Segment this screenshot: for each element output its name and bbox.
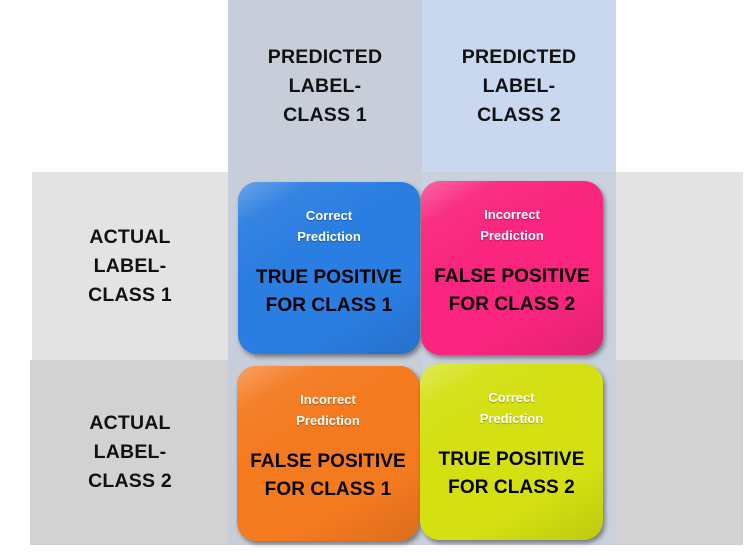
column-header-line-3: CLASS 2: [477, 103, 561, 126]
cell-main-line-1: TRUE POSITIVE: [438, 449, 585, 470]
cell-false-positive-class-1: Incorrect Prediction FALSE POSITIVE FOR …: [237, 366, 419, 541]
column-header-line-2: LABEL-: [482, 74, 556, 97]
predicted-class-2-header-band: [422, 0, 616, 172]
cell-status-label: Incorrect Prediction: [480, 204, 544, 246]
row-header-line-1: ACTUAL: [89, 412, 171, 434]
cell-status-line-1: Correct: [488, 390, 535, 405]
row-header-actual-class-1: ACTUAL LABEL- CLASS 1: [32, 172, 228, 360]
cell-main-label: TRUE POSITIVE FOR CLASS 2: [439, 446, 585, 502]
cell-status-label: Correct Prediction: [480, 387, 544, 429]
column-header-line-3: CLASS 1: [283, 103, 367, 126]
cell-main-label: FALSE POSITIVE FOR CLASS 1: [250, 448, 406, 504]
column-header-predicted-class-2: PREDICTED LABEL- CLASS 2: [422, 0, 616, 172]
cell-main-line-2: FOR CLASS 1: [264, 479, 392, 500]
cell-status-line-2: Prediction: [479, 411, 544, 426]
cell-main-line-2: FOR CLASS 2: [448, 477, 575, 498]
row-header-line-1: ACTUAL: [89, 225, 171, 248]
column-header-line-2: LABEL-: [288, 74, 362, 97]
column-header-predicted-class-1: PREDICTED LABEL- CLASS 1: [228, 0, 422, 172]
cell-status-label: Incorrect Prediction: [296, 389, 360, 431]
cell-status-line-1: Incorrect: [484, 207, 540, 222]
cell-main-label: FALSE POSITIVE FOR CLASS 2: [434, 263, 590, 319]
cell-true-positive-class-1: Correct Prediction TRUE POSITIVE FOR CLA…: [238, 182, 420, 354]
column-header-line-1: PREDICTED: [267, 45, 383, 68]
cell-status-line-1: Incorrect: [300, 392, 356, 407]
cell-status-line-2: Prediction: [296, 413, 360, 428]
predicted-class-1-header-band: [228, 0, 422, 172]
row-header-line-2: LABEL-: [93, 254, 167, 277]
cell-main-line-2: FOR CLASS 1: [265, 295, 393, 316]
cell-status-label: Correct Prediction: [297, 205, 361, 247]
row-header-line-3: CLASS 1: [88, 283, 172, 306]
cell-status-line-2: Prediction: [480, 228, 544, 243]
row-header-actual-class-2: ACTUAL LABEL- CLASS 2: [32, 360, 228, 545]
cell-true-positive-class-2: Correct Prediction TRUE POSITIVE FOR CLA…: [420, 364, 603, 540]
cell-main-line-1: TRUE POSITIVE: [256, 267, 402, 288]
cell-false-positive-class-2: Incorrect Prediction FALSE POSITIVE FOR …: [421, 181, 603, 355]
cell-status-line-1: Correct: [305, 208, 353, 223]
cell-main-line-1: FALSE POSITIVE: [434, 266, 590, 287]
row-header-line-3: CLASS 2: [88, 470, 172, 492]
row-header-line-2: LABEL-: [93, 441, 167, 463]
cell-main-line-2: FOR CLASS 2: [448, 294, 576, 315]
cell-status-line-2: Prediction: [297, 229, 361, 244]
cell-main-line-1: FALSE POSITIVE: [250, 451, 406, 472]
column-header-line-1: PREDICTED: [461, 45, 577, 68]
cell-main-label: TRUE POSITIVE FOR CLASS 1: [256, 264, 402, 320]
